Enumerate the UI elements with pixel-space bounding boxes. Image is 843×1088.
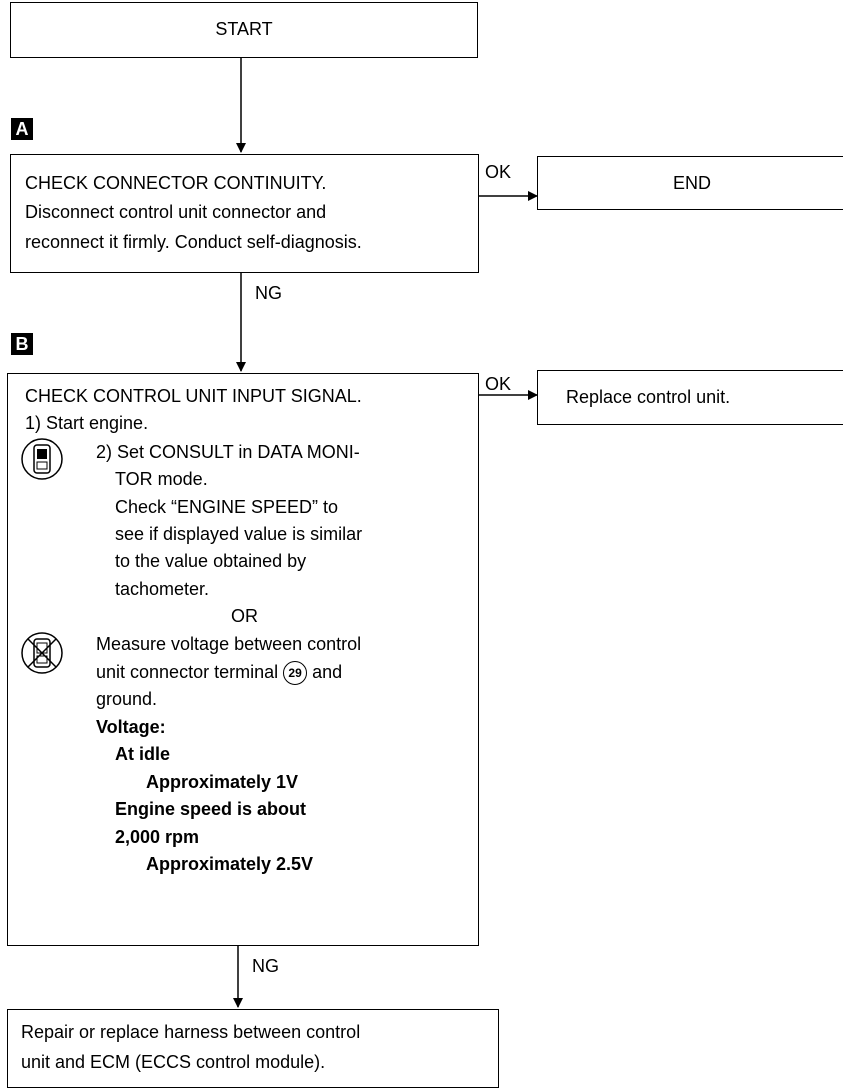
voltage-header: Voltage: bbox=[96, 717, 166, 737]
step-a-box: CHECK CONNECTOR CONTINUITY. Disconnect c… bbox=[10, 154, 479, 273]
step-b-step1: 1) Start engine. bbox=[25, 413, 149, 433]
repair-line-2: unit and ECM (ECCS control module). bbox=[21, 1052, 326, 1072]
step-b-ng-label: NG bbox=[252, 956, 279, 976]
consult-line-3: Check “ENGINE SPEED” to bbox=[115, 497, 339, 517]
step-b-tag: B bbox=[11, 333, 33, 355]
idle-value: Approximately 1V bbox=[146, 772, 299, 792]
consult-tester-icon bbox=[21, 438, 63, 480]
consult-line-2: TOR mode. bbox=[115, 469, 208, 489]
engine-speed-line-1: Engine speed is about bbox=[115, 799, 307, 819]
consult-line-5: to the value obtained by bbox=[115, 551, 307, 571]
step-a-line-2: Disconnect control unit connector and bbox=[25, 202, 327, 222]
end-box: END bbox=[537, 156, 843, 210]
repair-line-1: Repair or replace harness between contro… bbox=[21, 1022, 361, 1042]
step-b-title: CHECK CONTROL UNIT INPUT SIGNAL. bbox=[25, 386, 362, 406]
end-label: END bbox=[672, 173, 711, 193]
start-label: START bbox=[215, 19, 273, 39]
no-consult-tester-icon bbox=[21, 632, 63, 674]
consult-line-4: see if displayed value is similar bbox=[115, 524, 363, 544]
measure-line-2-pre: unit connector terminal bbox=[96, 662, 279, 682]
terminal-29-badge: 29 bbox=[283, 661, 308, 686]
step-a-title: CHECK CONNECTOR CONTINUITY. bbox=[25, 173, 327, 193]
step-a-ng-label: NG bbox=[255, 283, 282, 303]
step-a-ok-label: OK bbox=[485, 162, 512, 182]
measure-line-1: Measure voltage between control bbox=[96, 634, 362, 654]
consult-line-6: tachometer. bbox=[115, 579, 210, 599]
step-b-ok-label: OK bbox=[485, 374, 512, 394]
at-idle-label: At idle bbox=[115, 744, 171, 764]
start-box: START bbox=[10, 2, 478, 58]
or-label: OR bbox=[231, 606, 258, 626]
measure-line-2-post: and bbox=[312, 662, 343, 682]
measure-line-3: ground. bbox=[96, 689, 158, 709]
step-b-box: CHECK CONTROL UNIT INPUT SIGNAL. 1) Star… bbox=[7, 373, 479, 946]
speed-value: Approximately 2.5V bbox=[146, 854, 314, 874]
replace-control-unit-box: Replace control unit. bbox=[537, 370, 843, 425]
repair-harness-box: Repair or replace harness between contro… bbox=[7, 1009, 499, 1088]
replace-control-unit-label: Replace control unit. bbox=[566, 387, 731, 407]
measure-line-2: unit connector terminal 29 and bbox=[96, 660, 343, 686]
consult-line-1: 2) Set CONSULT in DATA MONI- bbox=[96, 442, 360, 462]
step-a-tag: A bbox=[11, 118, 33, 140]
step-a-line-3: reconnect it firmly. Conduct self-diagno… bbox=[25, 232, 362, 252]
engine-speed-line-2: 2,000 rpm bbox=[115, 827, 200, 847]
